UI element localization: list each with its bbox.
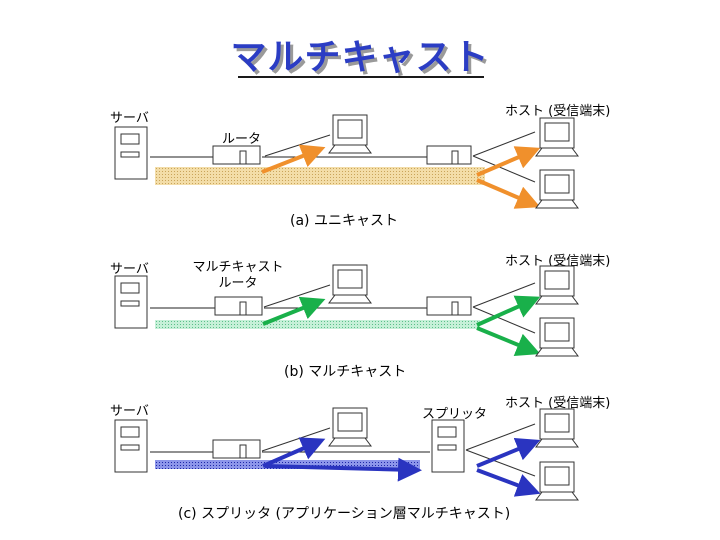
caption-b: (b) マルチキャスト	[284, 364, 407, 380]
host-pc-icon	[328, 114, 372, 154]
host-pc-icon	[535, 117, 579, 157]
server-label-a: サーバ	[110, 111, 149, 126]
splitter-arrow	[262, 437, 326, 468]
host-label-b: ホスト (受信端末)	[505, 254, 611, 269]
link-line	[264, 134, 331, 157]
caption-c: (c) スプリッタ (アプリケーション層マルチキャスト)	[178, 506, 511, 522]
router-icon	[212, 145, 261, 165]
multicast-router-icon	[214, 296, 263, 316]
multicast-arrow	[476, 326, 541, 357]
server-icon	[114, 275, 148, 329]
caption-a: (a) ユニキャスト	[290, 213, 398, 229]
host-label-a: ホスト (受信端末)	[505, 104, 611, 119]
server-icon	[114, 419, 148, 473]
server-icon	[114, 126, 148, 180]
host-pc-icon	[535, 265, 579, 305]
slide-title: マルチキャスト	[230, 37, 490, 78]
splitter-arrow	[476, 468, 541, 497]
multicast-arrow	[262, 296, 326, 326]
splitter-arrow	[476, 437, 541, 468]
host-pc-icon	[535, 461, 579, 501]
unicast-arrow	[261, 144, 326, 174]
panel-a	[114, 114, 579, 209]
link-line	[472, 131, 536, 157]
splitter-arrow	[264, 457, 422, 482]
link-line	[465, 423, 536, 451]
panel-c	[114, 407, 579, 501]
host-label-c: ホスト (受信端末)	[505, 396, 611, 411]
splitter-label-c: スプリッタ	[422, 407, 488, 422]
multicast-stream	[155, 320, 480, 329]
router-icon	[212, 439, 261, 459]
router-label-b: マルチキャスト ルータ	[192, 260, 284, 291]
link-line	[263, 284, 331, 308]
host-pc-icon	[535, 408, 579, 448]
link-line	[472, 282, 536, 308]
host-pc-icon	[328, 407, 372, 447]
server-label-b: サーバ	[110, 262, 149, 277]
splitter-server-icon	[431, 419, 465, 473]
title-underline	[238, 76, 484, 78]
host-pc-icon	[328, 264, 372, 304]
host-pc-icon	[535, 317, 579, 357]
multicast-arrow	[476, 295, 541, 327]
unicast-arrow	[476, 178, 541, 209]
unicast-stream	[155, 167, 485, 185]
splitter-stream	[155, 460, 420, 469]
router-label-a: ルータ	[222, 132, 262, 147]
link-line	[261, 427, 331, 452]
link-line	[465, 449, 536, 477]
link-line	[472, 155, 536, 183]
link-line	[472, 306, 536, 334]
host-pc-icon	[535, 169, 579, 209]
server-label-c: サーバ	[110, 404, 149, 419]
panel-b	[114, 264, 579, 357]
unicast-arrow	[476, 146, 541, 177]
router-icon	[426, 145, 472, 165]
multicast-router-icon	[426, 296, 472, 316]
